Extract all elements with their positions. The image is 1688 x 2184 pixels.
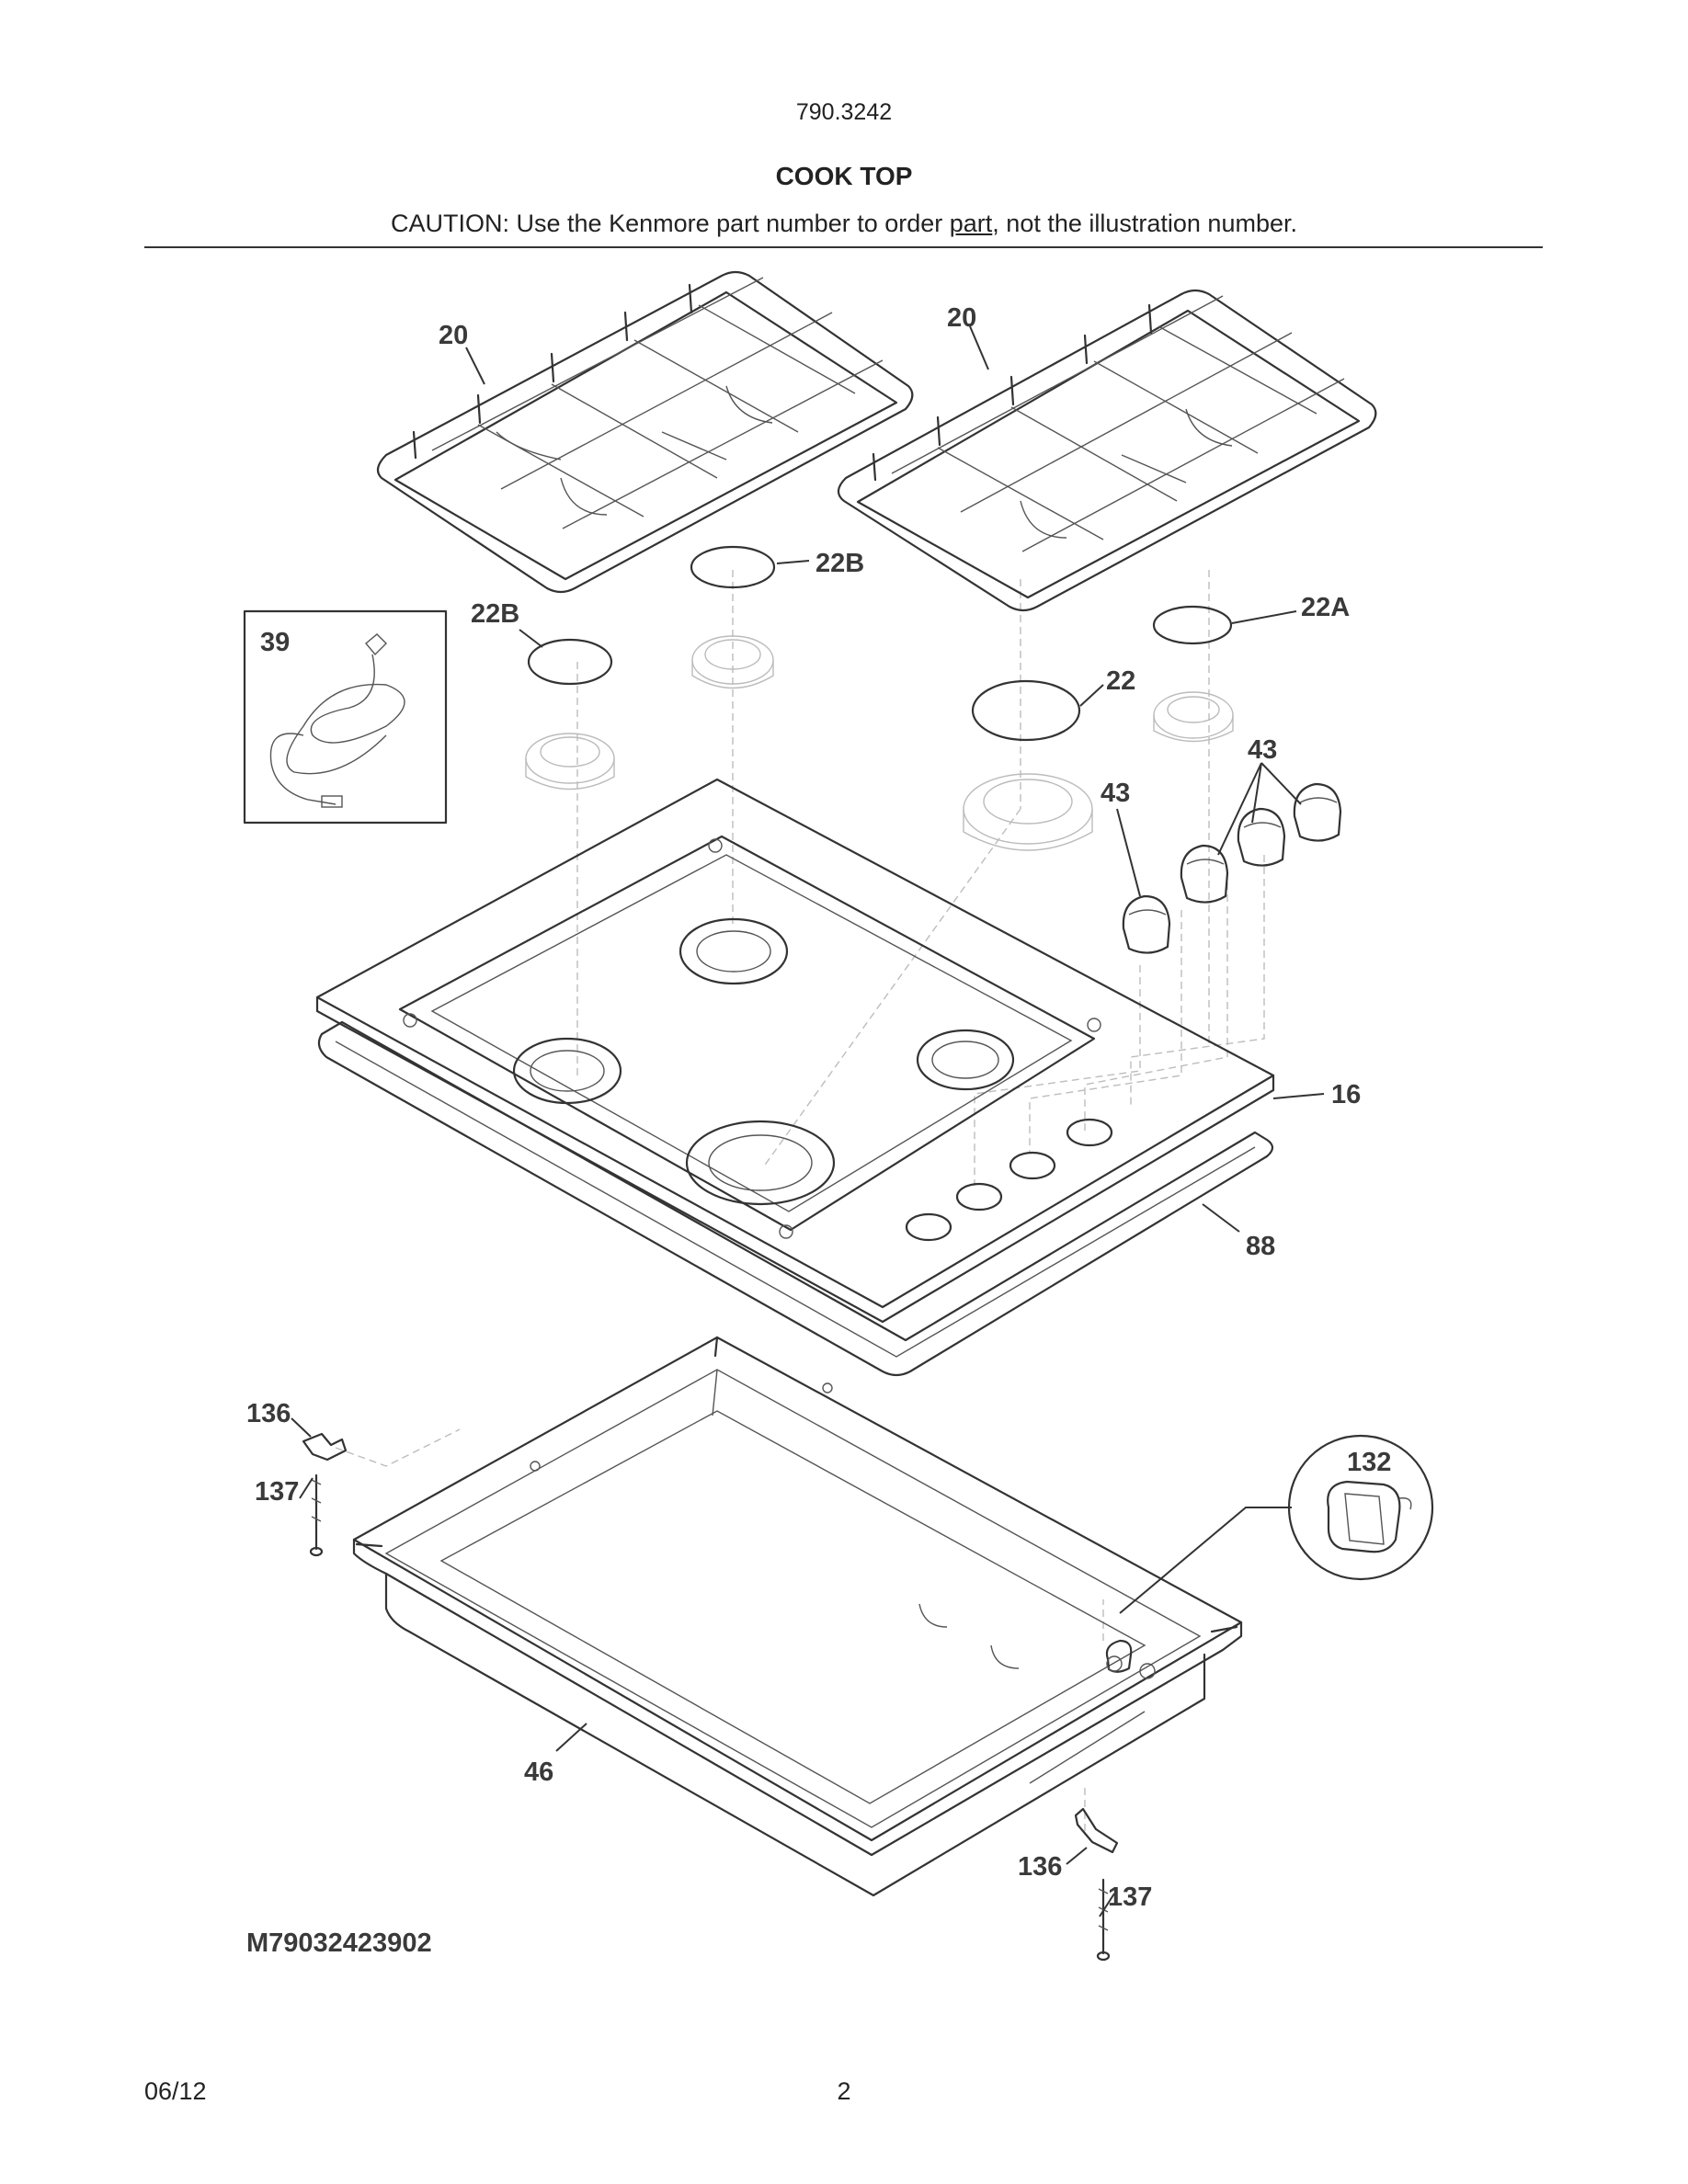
mounting-hardware: [302, 1432, 1119, 1962]
callout-power-cord: 39: [260, 628, 290, 657]
burner-bases: [525, 635, 1234, 851]
callout-cooktop: 16: [1331, 1080, 1361, 1109]
cooktop-panel: [315, 778, 1275, 1324]
control-knobs: [1122, 782, 1342, 954]
burner-box: [352, 1336, 1243, 1897]
gasket: [317, 1020, 1274, 1377]
header-rule: [144, 246, 1543, 248]
callout-cap-22b-top: 22B: [815, 549, 864, 578]
callout-burner-box: 46: [524, 1757, 553, 1787]
model-number: 790.3242: [795, 99, 893, 125]
callout-gasket: 88: [1246, 1232, 1275, 1261]
footer-page-number: 2: [837, 2077, 851, 2105]
callout-cap-22: 22: [1106, 666, 1135, 696]
callout-cap-22b-left: 22B: [471, 599, 519, 629]
caution-text-end: , not the illustration number.: [992, 210, 1297, 237]
callouts: 20 20 22B 22B 22A 22 39 43 43 16 88 136 …: [246, 303, 1391, 1912]
caution-note: CAUTION: Use the Kenmore part number to …: [0, 210, 1688, 238]
callout-clip: 132: [1347, 1448, 1391, 1477]
leader-lines: [291, 325, 1325, 1917]
grate-left: [376, 270, 914, 594]
page-title: COOK TOP: [775, 162, 913, 190]
callout-screw-left: 137: [255, 1477, 299, 1507]
callout-knobs-group: 43: [1248, 735, 1277, 765]
callout-bracket-right: 136: [1018, 1852, 1062, 1882]
alignment-lines: [335, 570, 1265, 1834]
caution-part-word: part: [949, 210, 993, 237]
callout-grate-left: 20: [439, 321, 468, 350]
callout-cap-22a: 22A: [1301, 593, 1350, 622]
callout-bracket-left: 136: [246, 1399, 291, 1428]
caution-text-start: CAUTION: Use the Kenmore part number to …: [391, 210, 950, 237]
callout-knob-single: 43: [1101, 779, 1130, 808]
callout-screw-right: 137: [1108, 1883, 1152, 1912]
footer-date: 06/12: [144, 2077, 207, 2105]
power-cord-inset: [243, 609, 448, 825]
burner-caps: [527, 545, 1233, 742]
grate-right: [837, 289, 1377, 612]
callout-grate-right: 20: [947, 303, 976, 333]
figure-code: M79032423902: [246, 1928, 432, 1958]
